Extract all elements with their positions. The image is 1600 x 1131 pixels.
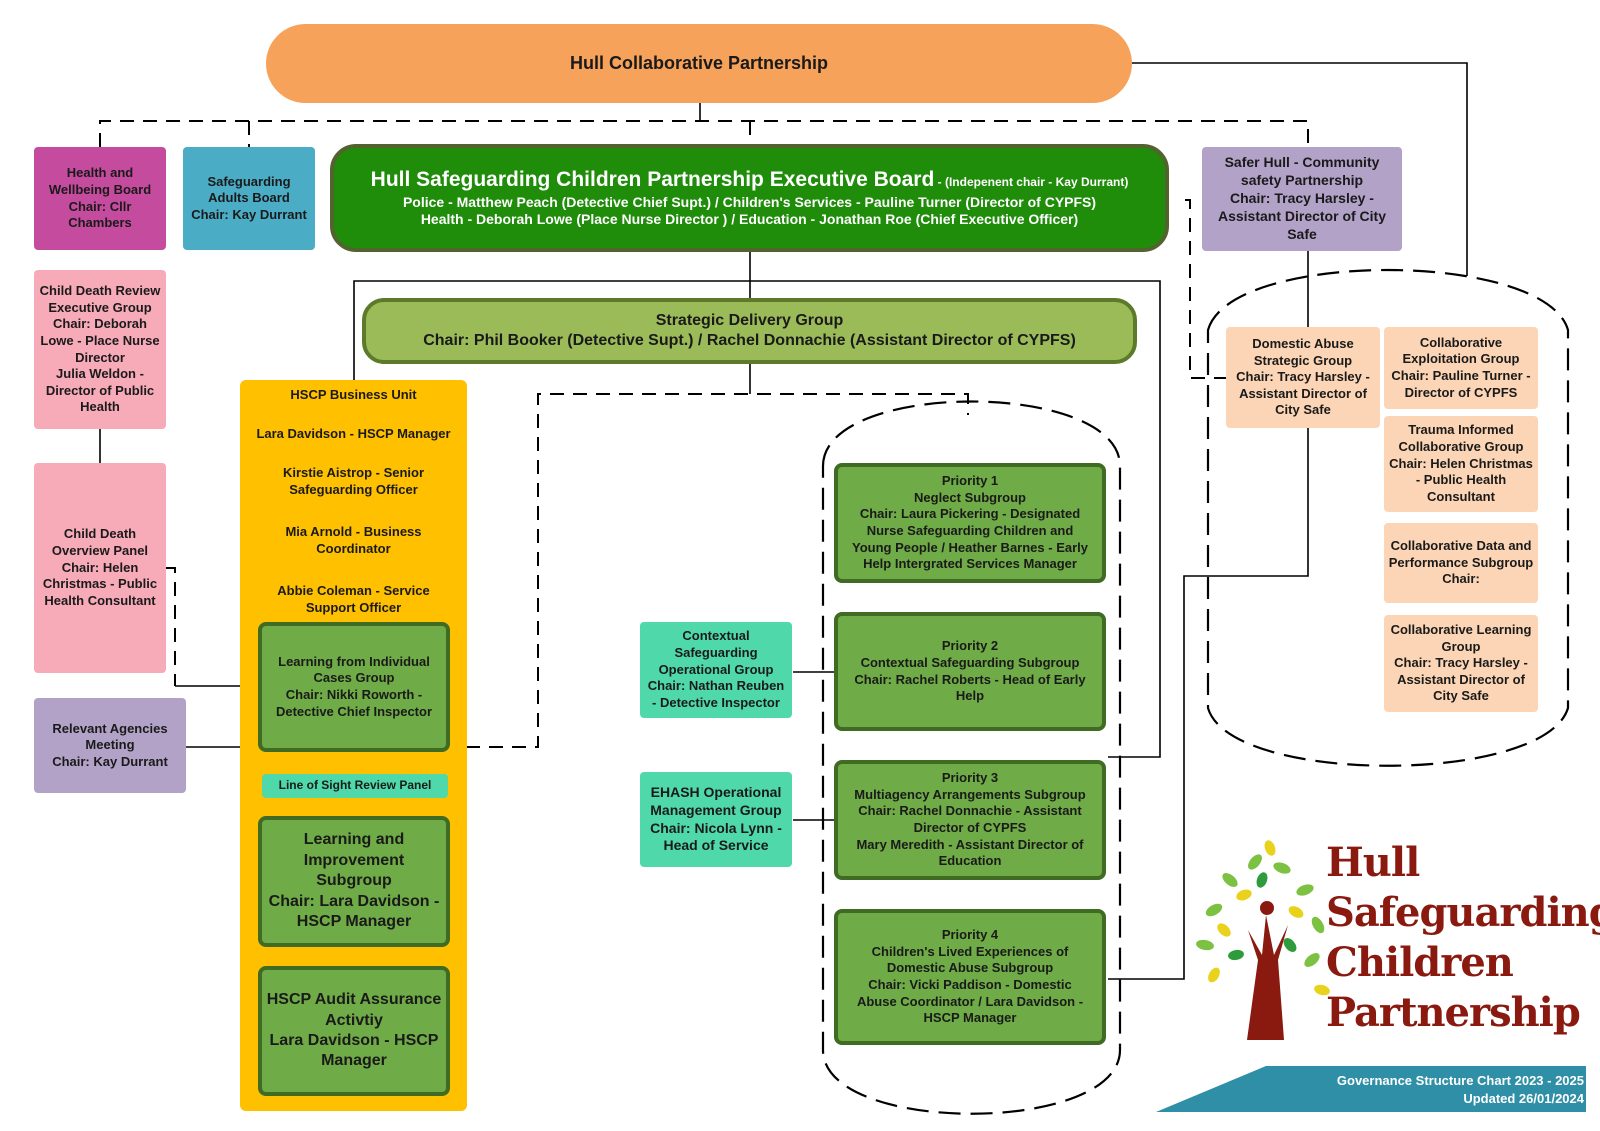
staff-member: Mia Arnold - Business Coordinator <box>285 524 422 556</box>
strategic-delivery-title: Strategic Delivery Group <box>655 311 844 329</box>
strategic-delivery-group: Strategic Delivery Group Chair: Phil Boo… <box>362 298 1137 364</box>
executive-board: Hull Safeguarding Children Partnership E… <box>330 144 1169 252</box>
footer-updated: Updated 26/01/2024 <box>1463 1091 1584 1106</box>
tree-logo-icon <box>1196 840 1330 1040</box>
business-unit-title: HSCP Business Unit <box>290 386 417 402</box>
health-wellbeing-board: Health and Wellbeing Board Chair: Cllr C… <box>34 147 166 250</box>
hscp-audit-assurance: HSCP Audit Assurance Activtiy Lara David… <box>258 966 450 1096</box>
staff-member: Kirstie Aistrop - Senior Safeguarding Of… <box>282 465 425 497</box>
priority-1-neglect-subgroup: Priority 1 Neglect Subgroup Chair: Laura… <box>834 463 1106 583</box>
staff-member: Abbie Coleman - Service Support Officer <box>277 583 430 615</box>
line-of-sight-review-panel: Line of Sight Review Panel <box>262 774 448 798</box>
executive-board-title: Hull Safeguarding Children Partnership E… <box>370 167 1129 191</box>
executive-board-line1: Police - Matthew Peach (Detective Chief … <box>402 193 1097 210</box>
footer-caption: Governance Structure Chart 2023 - 2025 U… <box>1337 1072 1584 1108</box>
priority-4-domestic-abuse-subgroup: Priority 4 Children's Lived Experiences … <box>834 909 1106 1045</box>
priority-3-multiagency-subgroup: Priority 3 Multiagency Arrangements Subg… <box>834 760 1106 880</box>
footer-banner <box>1156 1066 1586 1112</box>
collaborative-learning-group: Collaborative Learning Group Chair: Trac… <box>1384 615 1538 712</box>
child-death-overview-panel: Child Death Overview Panel Chair: Helen … <box>34 463 166 673</box>
collaborative-data-performance-subgroup: Collaborative Data and Performance Subgr… <box>1384 523 1538 603</box>
learning-individual-cases-group: Learning from Individual Cases Group Cha… <box>258 622 450 752</box>
executive-board-line2: Health - Deborah Lowe (Place Nurse Direc… <box>420 211 1079 228</box>
strategic-delivery-chairs: Chair: Phil Booker (Detective Supt.) / R… <box>423 332 1076 349</box>
priority-2-contextual-subgroup: Priority 2 Contextual Safeguarding Subgr… <box>834 612 1106 731</box>
staff-member: Lara Davidson - HSCP Manager <box>256 425 451 441</box>
trauma-informed-collaborative-group: Trauma Informed Collaborative Group Chai… <box>1384 416 1538 512</box>
relevant-agencies-meeting: Relevant Agencies Meeting Chair: Kay Dur… <box>34 698 186 793</box>
collaborative-exploitation-group: Collaborative Exploitation Group Chair: … <box>1384 327 1538 409</box>
child-death-review-group: Child Death Review Executive Group Chair… <box>34 270 166 429</box>
footer-title: Governance Structure Chart 2023 - 2025 <box>1336 1073 1584 1088</box>
safeguarding-adults-board: Safeguarding Adults Board Chair: Kay Dur… <box>183 147 315 250</box>
domestic-abuse-strategic-group: Domestic Abuse Strategic Group Chair: Tr… <box>1226 327 1380 428</box>
ehash-operational-group: EHASH Operational Management Group Chair… <box>640 772 792 867</box>
hull-collaborative-partnership: Hull Collaborative Partnership <box>266 24 1132 103</box>
safer-hull-partnership: Safer Hull - Community safety Partnershi… <box>1202 147 1402 251</box>
contextual-safeguarding-operational-group: Contextual Safeguarding Operational Grou… <box>640 622 792 718</box>
hscp-logo-text: Hull Safeguarding Children Partnership <box>1326 839 1600 1036</box>
learning-improvement-subgroup: Learning and Improvement Subgroup Chair:… <box>258 816 450 947</box>
